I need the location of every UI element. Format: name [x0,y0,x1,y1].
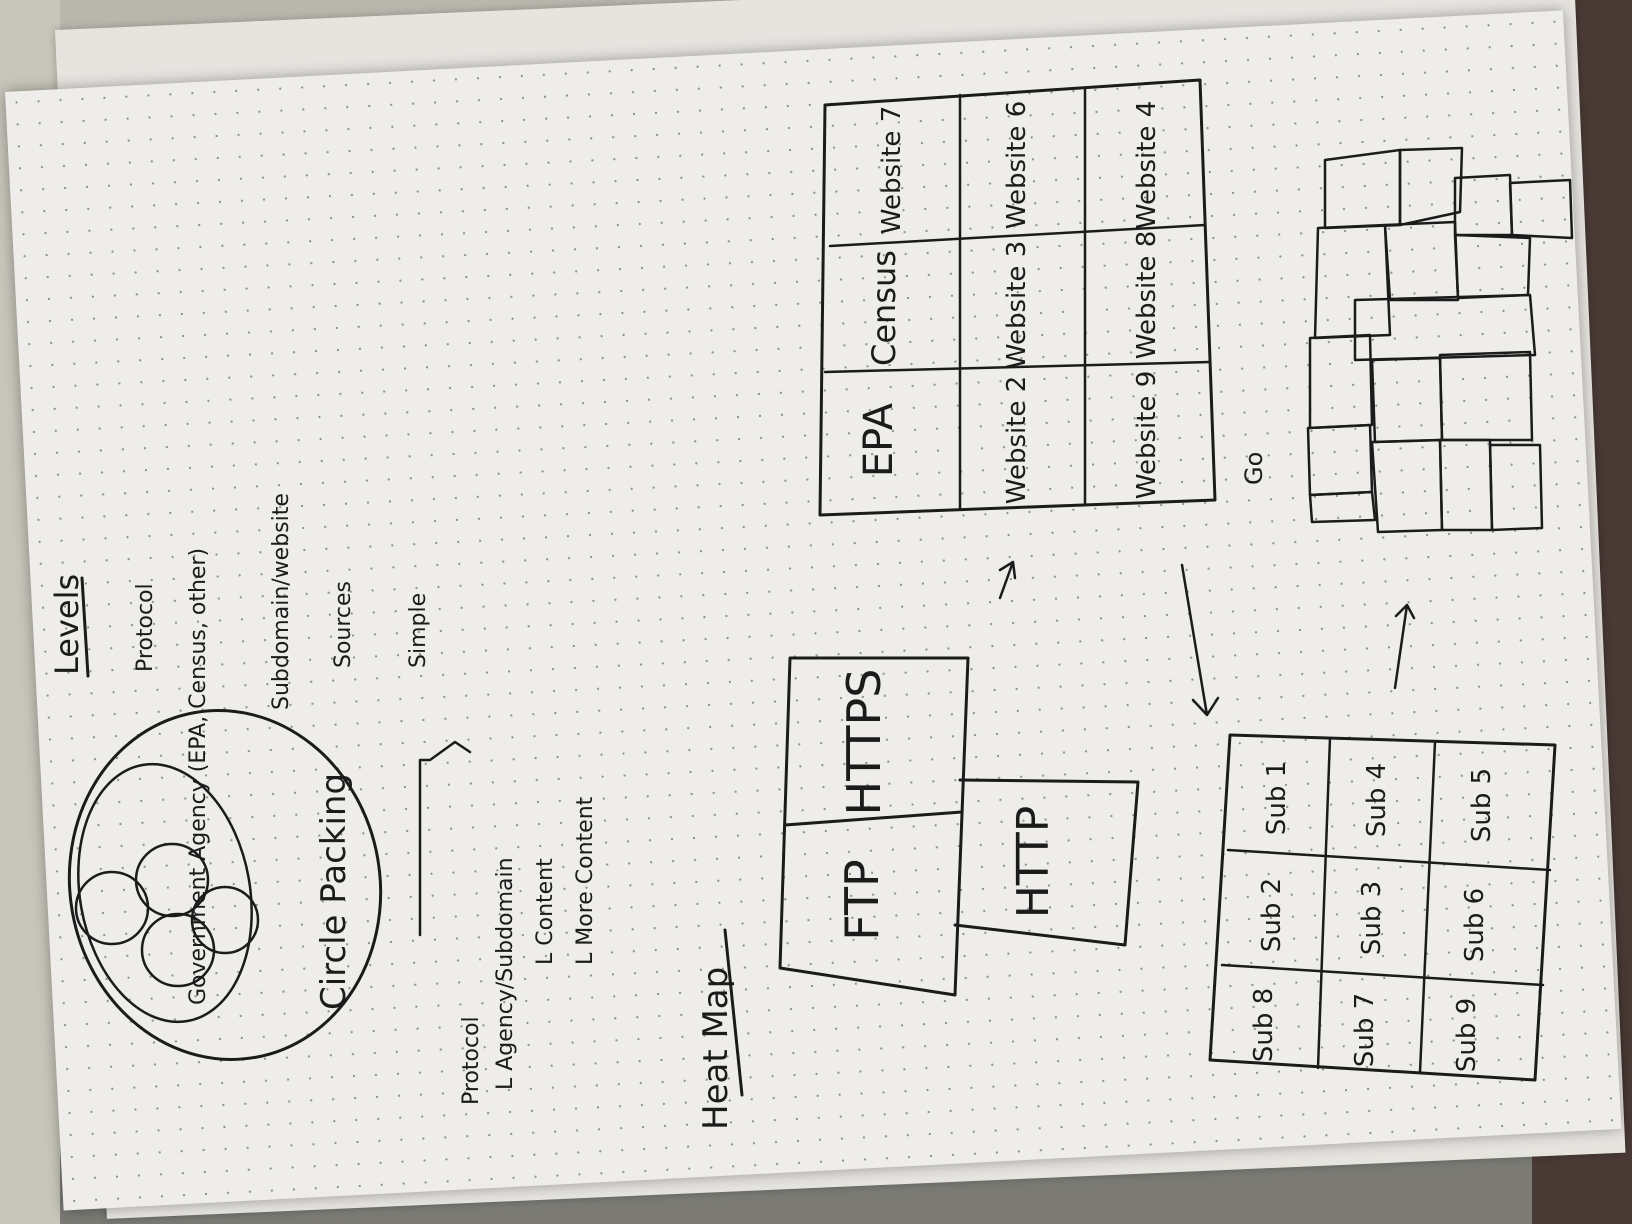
block-cell [1370,438,1444,534]
subdomain-treemap: Sub 1 Sub 2 Sub 8 Sub 4 Sub 3 Sub 7 Sub … [1208,733,1557,1082]
circle-packing-label: Circle Packing [314,773,354,1010]
levels-title: Levels [48,574,86,675]
protocol-label: HTTP [1008,806,1059,919]
hierarchy-line-1: Protocol [459,1016,484,1105]
block-cell [1308,333,1374,430]
website-label: Website 4 [1132,101,1162,229]
agency-treemap: EPA Census Website 7 Website 2 Website 3… [818,78,1217,517]
subdomain-label: Sub 1 [1262,761,1292,835]
heat-map-title: Heat Map [696,967,736,1130]
block-cell [1306,423,1374,497]
protocol-label: HTTPS [837,669,891,816]
heat-map-underline [723,928,744,1097]
simple-bracket [418,740,472,937]
hierarchy-notes: Protocol L Agency/Subdomain L Content L … [459,796,598,1105]
subdomain-label: Sub 8 [1249,988,1279,1062]
protocol-label: FTP [835,859,889,941]
heat-map-title-group: Heat Map [696,928,744,1130]
level-1: Protocol [133,583,158,672]
subdomain-label: Sub 9 [1452,998,1482,1072]
block-cell [1383,220,1460,302]
arrow-down [1180,563,1220,717]
subdomain-label: Sub 5 [1467,768,1497,842]
subdomain-label: Sub 3 [1357,881,1387,955]
block-cell [1370,356,1444,444]
block-cell [1508,178,1574,240]
block-cell [1438,350,1534,442]
block-cell [1313,223,1392,340]
levels-underline [80,576,90,678]
subdomain-label: Sub 7 [1350,993,1380,1067]
sources-block-grid [1306,146,1574,534]
block-cell [1453,173,1514,237]
website-label: Website 3 [1002,241,1032,369]
arrow-right [1393,603,1416,690]
subdomain-label: Sub 6 [1460,888,1490,962]
level-3: Subdomain/website [269,493,294,710]
hierarchy-line-2: L Agency/Subdomain [493,857,518,1090]
block-cell [1308,490,1377,524]
block-cell [1398,146,1464,227]
protocol-treemap: FTP HTTPS HTTP [778,656,1140,997]
inner-circle [77,762,253,1024]
hierarchy-line-4: L More Content [573,796,598,965]
level-2: Government Agency (EPA, Census, other) [186,548,211,1005]
block-cell [1323,148,1402,230]
website-label: Website 6 [1002,101,1032,229]
block-cell [1488,443,1544,532]
arrow-right [998,560,1017,600]
website-label: Website 8 [1132,231,1162,359]
website-label: Website 7 [877,106,907,234]
website-label: Website 9 [1132,371,1162,499]
agency-label: EPA [856,402,902,477]
small-circle [134,842,210,918]
go-label: Go [1240,452,1268,485]
circle-packing-sketch: Circle Packing [67,709,383,1061]
level-4: Sources [331,581,356,668]
website-label: Website 2 [1002,376,1032,504]
simple-label: Simple [406,593,431,668]
subdomain-label: Sub 2 [1257,878,1287,952]
hierarchy-line-3: L Content [533,858,558,965]
small-circle [190,885,260,955]
block-cell [1453,233,1532,300]
levels-notes: Levels Protocol Government Agency (EPA, … [48,493,472,1005]
subdomain-label: Sub 4 [1362,763,1392,837]
agency-label: Census [865,250,903,366]
outer-circle [67,709,383,1061]
block-cell [1438,438,1494,532]
block-cell [1353,293,1537,362]
